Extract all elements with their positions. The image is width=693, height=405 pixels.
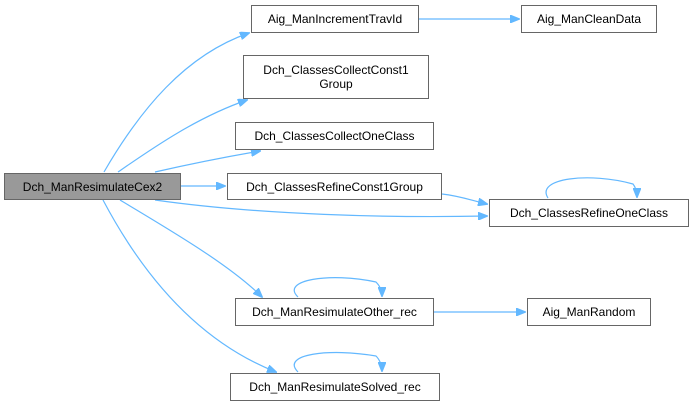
node-label: Aig_ManCleanData <box>536 12 642 26</box>
edge-root-to-refineOne <box>154 199 487 217</box>
edge-refineConst1-to-refineOne <box>441 193 487 204</box>
node-label: Dch_ManResimulateSolved_rec <box>249 380 421 394</box>
edge-root-to-collectConst1 <box>117 100 247 173</box>
node-aig-manrandom[interactable]: Aig_ManRandom <box>527 298 651 326</box>
node-dch-manresimulateother-rec[interactable]: Dch_ManResimulateOther_rec <box>235 298 434 326</box>
edge-root-to-collectOne <box>154 151 260 173</box>
edge-root-to-incTravId <box>103 33 249 173</box>
node-label: Dch_ClassesRefineOneClass <box>509 206 669 220</box>
node-label: Aig_ManRandom <box>542 305 636 319</box>
edge-refineOne-self <box>545 177 637 199</box>
node-label: Dch_ClassesCollectOneClass <box>254 129 415 143</box>
node-label: Aig_ManIncrementTravId <box>267 12 403 26</box>
node-dch-manresimulatecex2[interactable]: Dch_ManResimulateCex2 <box>4 173 181 200</box>
node-dch-manresimulatesolved-rec[interactable]: Dch_ManResimulateSolved_rec <box>230 373 440 401</box>
node-dch-classesrefineconst1group[interactable]: Dch_ClassesRefineConst1Group <box>227 173 442 200</box>
node-dch-classescollectoneclass[interactable]: Dch_ClassesCollectOneClass <box>235 122 434 150</box>
node-dch-classescollectconst1group[interactable]: Dch_ClassesCollectConst1 Group <box>243 55 429 99</box>
edge-root-to-resimOther <box>119 199 262 297</box>
node-label: Dch_ManResimulateCex2 <box>22 179 163 194</box>
edge-resimOther-self <box>293 277 382 298</box>
node-dch-classesrefineoneclass[interactable]: Dch_ClassesRefineOneClass <box>489 199 689 227</box>
node-aig-manincrementtravid[interactable]: Aig_ManIncrementTravId <box>251 5 419 33</box>
node-label: Dch_ClassesRefineConst1Group <box>246 179 423 194</box>
node-aig-mancleandata[interactable]: Aig_ManCleanData <box>521 5 657 33</box>
node-label: Dch_ClassesCollectConst1 Group <box>263 63 409 91</box>
node-label: Dch_ManResimulateOther_rec <box>252 305 417 319</box>
edge-root-to-resimSolved <box>102 199 276 372</box>
edge-resimSolved-self <box>293 351 382 373</box>
